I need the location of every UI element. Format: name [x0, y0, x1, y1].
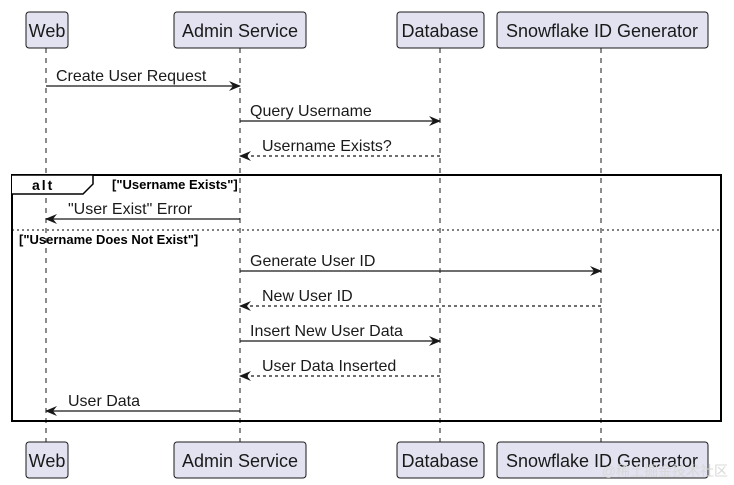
participant-web-bottom-label: Web [29, 451, 66, 471]
message-user-data-inserted: User Data Inserted [239, 358, 440, 381]
message-insert-new-user-data-label: Insert New User Data [250, 323, 403, 340]
message-user-data-label: User Data [68, 393, 140, 410]
message-generate-user-id-label: Generate User ID [250, 253, 375, 270]
participant-admin-service-bottom: Admin Service [173, 441, 307, 479]
alt-fragment-tab [12, 174, 94, 195]
participant-snowflake-id-generator-bottom-label: Snowflake ID Generator [506, 451, 698, 471]
message-user-exist-error: "User Exist" Error [45, 201, 240, 224]
alt-fragment: alt ["Username Exists"] ["Username Does … [11, 174, 722, 422]
alt-guard-username-exists: ["Username Exists"] [112, 177, 238, 192]
message-query-username: Query Username [240, 103, 441, 126]
watermark: @稀土掘金技术社区 [602, 463, 728, 479]
message-new-user-id: New User ID [239, 288, 601, 311]
message-query-username-label: Query Username [250, 103, 372, 120]
message-insert-new-user-data: Insert New User Data [240, 323, 441, 346]
participant-admin-service-bottom-label: Admin Service [182, 451, 298, 471]
message-user-data-inserted-label: User Data Inserted [262, 358, 396, 375]
participant-web-top-label: Web [29, 21, 66, 41]
participant-database-top: Database [396, 11, 485, 49]
message-new-user-id-label: New User ID [262, 288, 353, 305]
participant-snowflake-id-generator-top: Snowflake ID Generator [496, 11, 709, 49]
message-username-exists-label: Username Exists? [262, 138, 392, 155]
alt-fragment-keyword: alt [32, 177, 54, 193]
message-create-user-request: Create User Request [46, 68, 241, 91]
participant-database-top-label: Database [401, 21, 478, 41]
alt-guard-username-does-not-exist: ["Username Does Not Exist"] [19, 232, 198, 247]
participant-database-bottom-label: Database [401, 451, 478, 471]
message-username-exists: Username Exists? [239, 138, 440, 161]
participant-web-top: Web [25, 11, 69, 49]
message-create-user-request-label: Create User Request [56, 68, 207, 85]
message-user-data: User Data [45, 393, 240, 416]
participant-snowflake-id-generator-bottom: Snowflake ID Generator [496, 441, 709, 479]
message-generate-user-id: Generate User ID [240, 253, 602, 276]
participant-admin-service-top-label: Admin Service [182, 21, 298, 41]
participant-admin-service-top: Admin Service [173, 11, 307, 49]
participant-database-bottom: Database [396, 441, 485, 479]
message-user-exist-error-label: "User Exist" Error [68, 201, 193, 218]
participant-web-bottom: Web [25, 441, 69, 479]
alt-fragment-frame [11, 174, 722, 422]
participant-snowflake-id-generator-top-label: Snowflake ID Generator [506, 21, 698, 41]
